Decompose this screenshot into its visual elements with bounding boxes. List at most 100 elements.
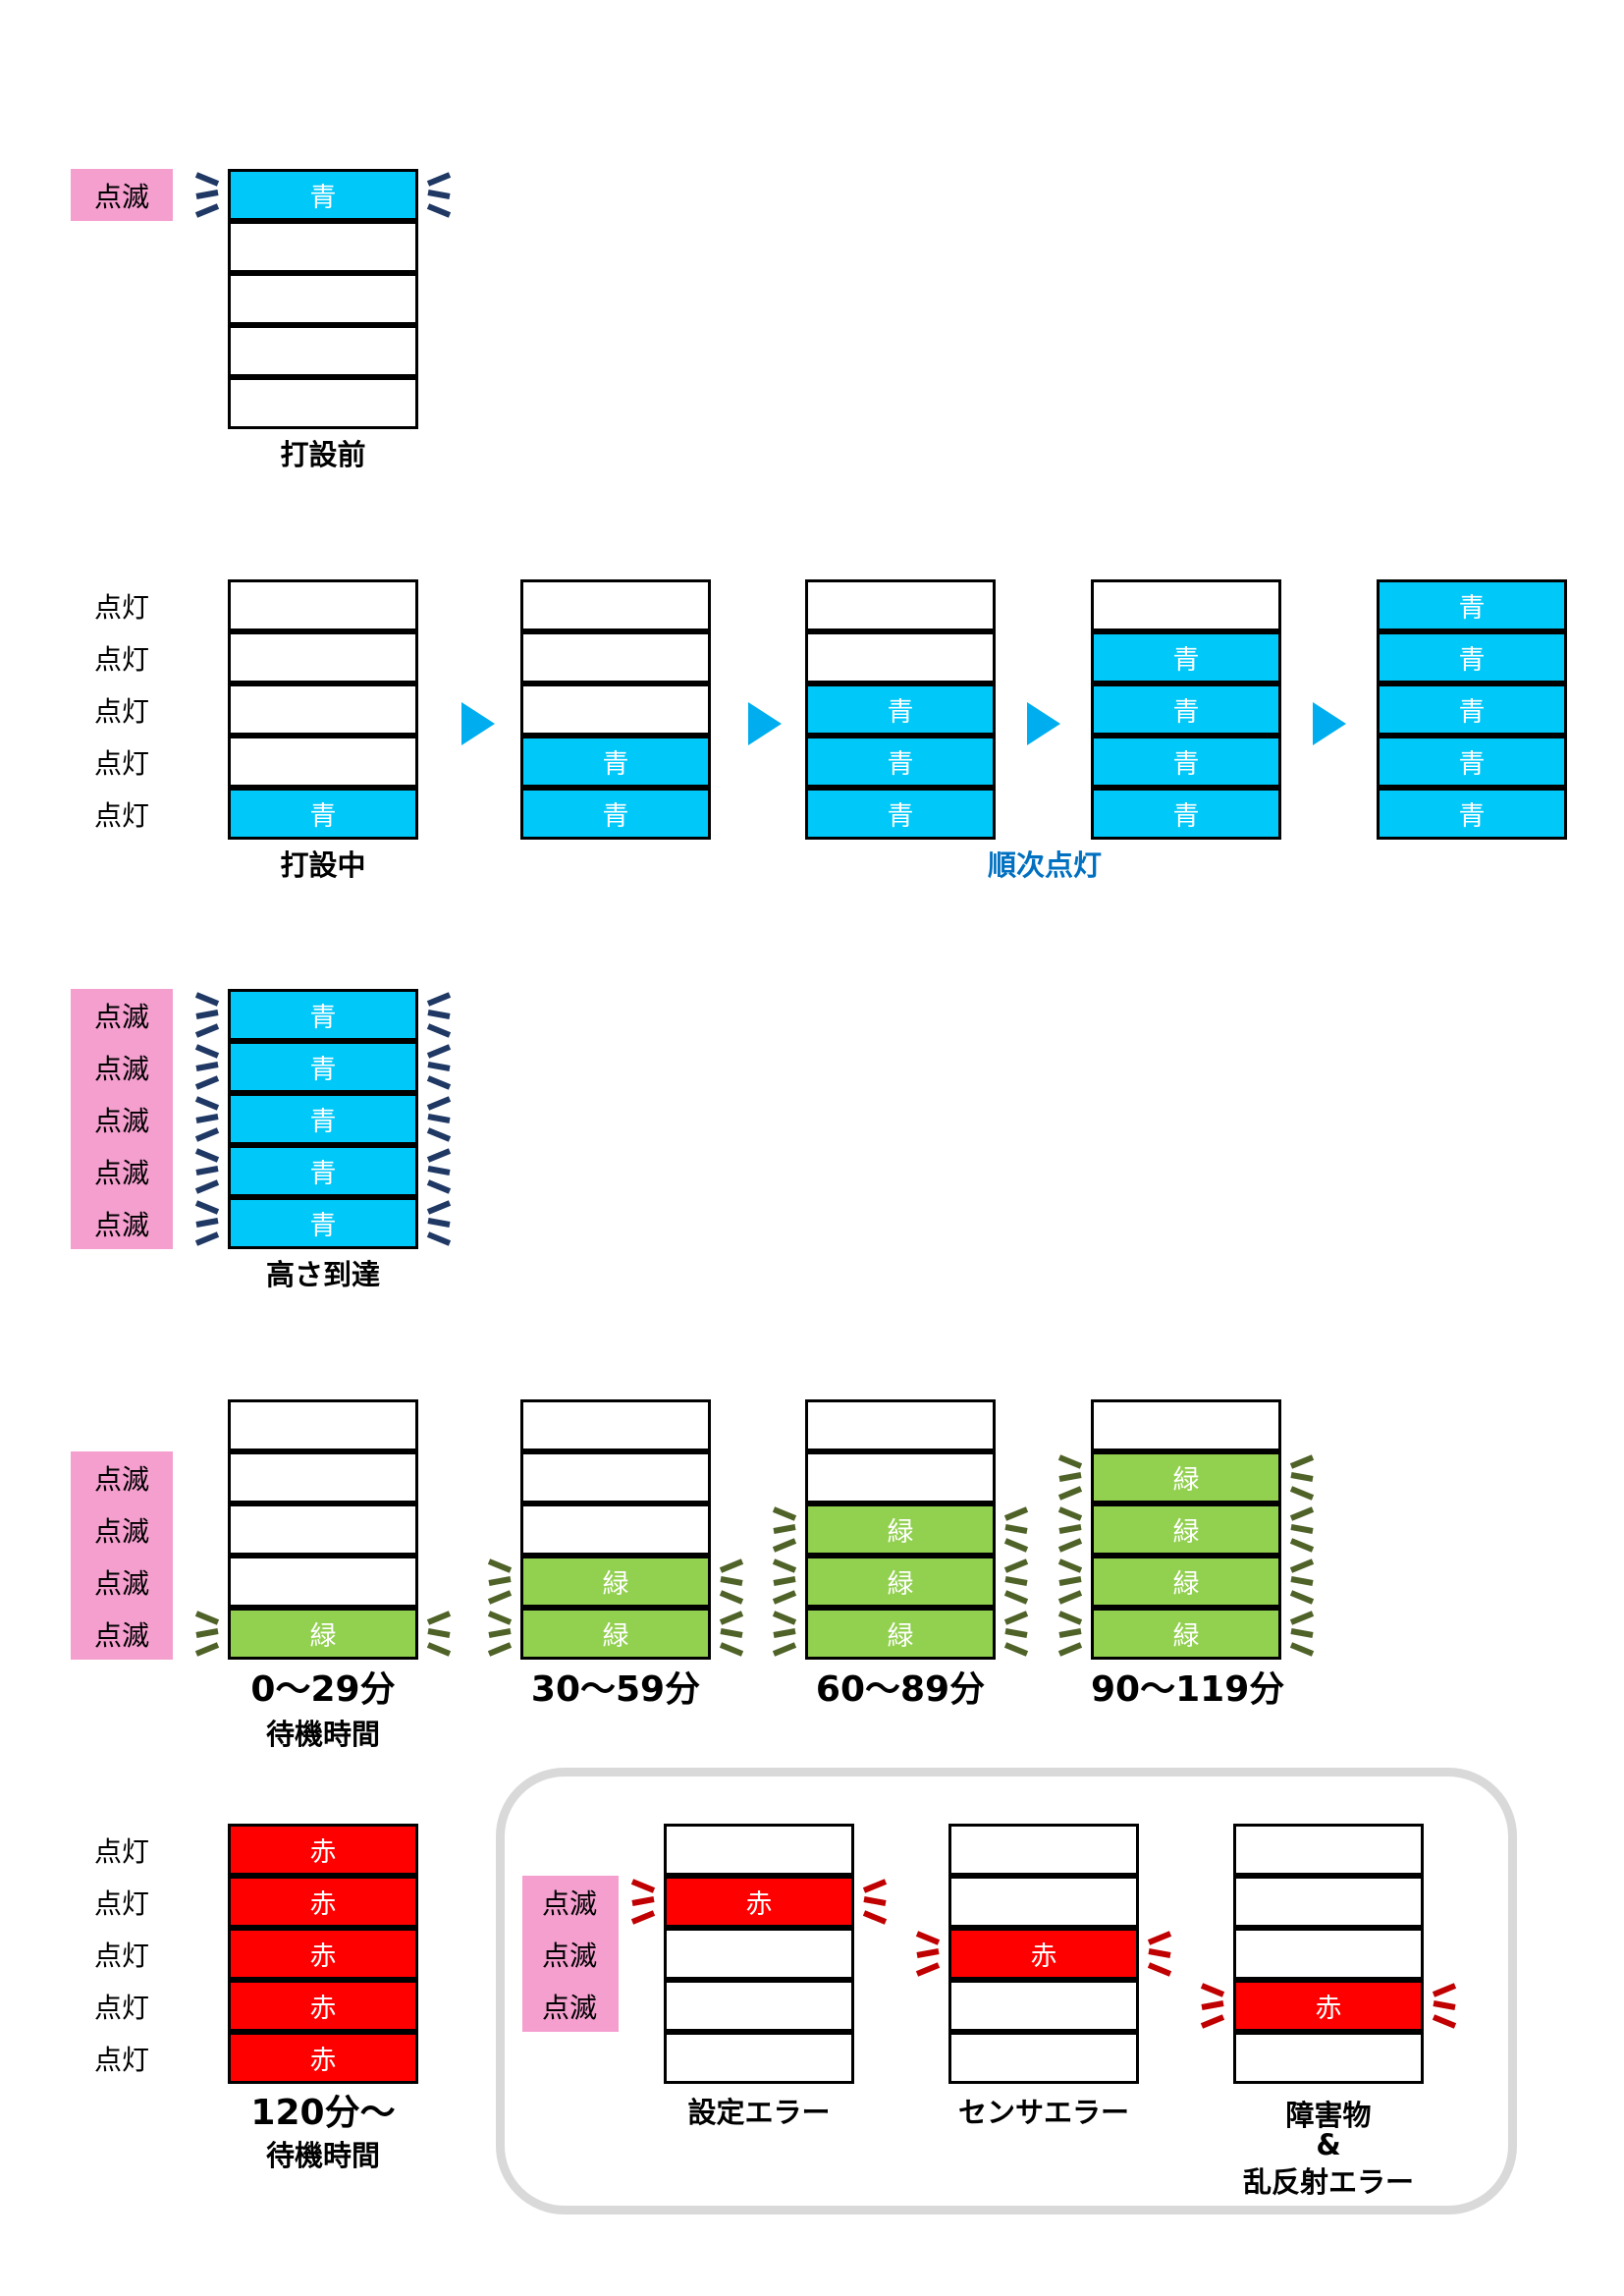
obstacle-error-cell-3 [1233,1928,1424,1980]
setting-error-cell-5 [664,2032,854,2084]
height-reached-blink-right-1-stroke-1 [426,992,452,1007]
pouring-2-cell-5: 青 [520,788,711,840]
height-reached-blink-right-2-stroke-3 [426,1075,452,1090]
setting-error-blink-right-2-stroke-1 [862,1879,888,1893]
standby-60-89-blink-left-4-stroke-2 [773,1576,796,1586]
standby-0-29-blink-left-5-stroke-1 [194,1611,220,1625]
pouring-5-cell-5: 青 [1377,788,1567,840]
caption-standby-time-2: 待機時間 [265,2139,380,2172]
standby-0-29-cell-1 [228,1399,418,1451]
standby-60-89-blink-right-3-stroke-2 [1004,1524,1028,1534]
pouring-3-cell-4: 青 [805,736,996,788]
height-reached-blink-right-5 [426,1200,452,1246]
pouring-1-cell-5: 青 [228,788,418,840]
height-reached-blink-left-3-stroke-3 [194,1127,220,1142]
label-120-lit-5: 点灯 [94,2043,150,2076]
label-bg-height-reached [71,989,173,1249]
standby-30-59-blink-right-5-stroke-3 [719,1642,744,1657]
standby-90-119-cell-2: 緑 [1091,1451,1281,1503]
standby-30-59-blink-right-5-stroke-1 [719,1611,744,1625]
caption-height-reached: 高さ到達 [265,1258,380,1291]
standby-90-119-blink-left-2-stroke-1 [1057,1454,1083,1469]
standby-30-59-blink-left-5-stroke-1 [487,1611,513,1625]
sensor-error-blink-left-3-stroke-2 [916,1948,940,1958]
sensor-error-cell-2 [948,1876,1139,1928]
label-bg-standby [71,1451,173,1660]
obstacle-error-cell-5 [1233,2032,1424,2084]
standby-60-89-blink-left-4 [772,1558,797,1605]
standby-0-29-cell-5: 緑 [228,1608,418,1660]
arrow-step-4 [1313,702,1346,745]
obstacle-error-blink-left-4-stroke-2 [1201,2000,1224,2010]
obstacle-error-blink-right-4-stroke-2 [1433,2000,1456,2010]
obstacle-error-cell-1 [1233,1824,1424,1876]
height-reached-blink-right-5-stroke-1 [426,1200,452,1215]
standby-90-119-blink-right-4-stroke-1 [1289,1558,1315,1573]
height-reached-blink-right-2-stroke-2 [427,1062,451,1071]
height-reached-blink-left-4-stroke-3 [194,1179,220,1194]
pouring-1-cell-4 [228,736,418,788]
sensor-error-cell-5 [948,2032,1139,2084]
obstacle-error-blink-left-4-stroke-3 [1200,2014,1225,2029]
caption-range-0-29: 0～29分 [250,1669,396,1710]
height-reached-blink-left-5-stroke-1 [194,1200,220,1215]
before-pouring-blink-right-1 [426,172,452,218]
setting-error-cell-2: 赤 [664,1876,854,1928]
before-pouring-cell-1: 青 [228,169,418,221]
pouring-4-cell-5: 青 [1091,788,1281,840]
obstacle-error-blink-right-4-stroke-3 [1432,2014,1457,2029]
pouring-3-cell-2 [805,631,996,683]
standby-90-119-blink-right-2 [1289,1454,1315,1501]
standby-0-29-blink-right-5 [426,1611,452,1657]
height-reached-blink-left-2-stroke-3 [194,1075,220,1090]
standby-30-59-blink-right-5-stroke-2 [720,1628,743,1638]
caption-range-120-plus: 120分～ [250,2093,396,2133]
standby-90-119-blink-right-5-stroke-3 [1289,1642,1315,1657]
standby-0-29-blink-left-5-stroke-2 [195,1628,219,1638]
pouring-2-cell-3 [520,683,711,736]
height-reached-blink-left-1-stroke-3 [194,1023,220,1038]
label-height-blinking-2: 点滅 [94,1052,150,1085]
height-reached-blink-left-5-stroke-2 [195,1218,219,1228]
arrow-step-2 [748,702,782,745]
standby-60-89-cell-2 [805,1451,996,1503]
height-reached-cell-3: 青 [228,1093,418,1145]
label-pouring-lit-4: 点灯 [94,746,150,780]
pouring-2-cell-4: 青 [520,736,711,788]
standby-90-119-cell-3: 緑 [1091,1503,1281,1556]
height-reached-blink-right-3 [426,1096,452,1142]
standby-60-89-blink-right-4-stroke-3 [1003,1590,1029,1605]
standby-60-89-blink-left-3-stroke-2 [773,1524,796,1534]
label-standby-blinking-3: 点滅 [94,1566,150,1600]
caption-standby-time: 待機時間 [265,1718,380,1751]
height-reached-blink-right-4 [426,1148,452,1194]
height-reached-blink-right-4-stroke-2 [427,1166,451,1175]
height-reached-blink-left-2-stroke-1 [194,1044,220,1059]
label-error-blinking-3: 点滅 [542,1991,598,2024]
height-reached-cell-5: 青 [228,1197,418,1249]
standby-60-89-blink-left-3-stroke-3 [772,1538,797,1553]
label-bg-before-pouring [71,169,173,221]
standby-60-89-blink-right-4-stroke-1 [1003,1558,1029,1573]
label-standby-blinking-1: 点滅 [94,1462,150,1496]
pouring-5-cell-3: 青 [1377,683,1567,736]
before-pouring-cell-3 [228,273,418,325]
before-pouring-cell-4 [228,325,418,377]
standby-90-119-blink-left-4-stroke-3 [1057,1590,1083,1605]
standby-60-89-blink-right-5-stroke-1 [1003,1611,1029,1625]
pouring-3-cell-1 [805,579,996,631]
height-reached-blink-left-4-stroke-2 [195,1166,219,1175]
standby-120-cell-4: 赤 [228,1980,418,2032]
standby-90-119-blink-right-4 [1289,1558,1315,1605]
label-height-blinking-4: 点滅 [94,1156,150,1189]
height-reached-blink-left-1 [194,992,220,1038]
height-reached-blink-left-1-stroke-2 [195,1010,219,1019]
standby-90-119-blink-right-3-stroke-1 [1289,1506,1315,1521]
standby-90-119-blink-right-5-stroke-1 [1289,1611,1315,1625]
pouring-1-cell-2 [228,631,418,683]
standby-60-89-blink-left-3 [772,1506,797,1553]
label-pouring-lit-1: 点灯 [94,590,150,624]
caption-before-pouring: 打設前 [280,438,366,471]
standby-60-89-blink-left-4-stroke-1 [772,1558,797,1573]
standby-60-89-blink-left-5-stroke-2 [773,1628,796,1638]
